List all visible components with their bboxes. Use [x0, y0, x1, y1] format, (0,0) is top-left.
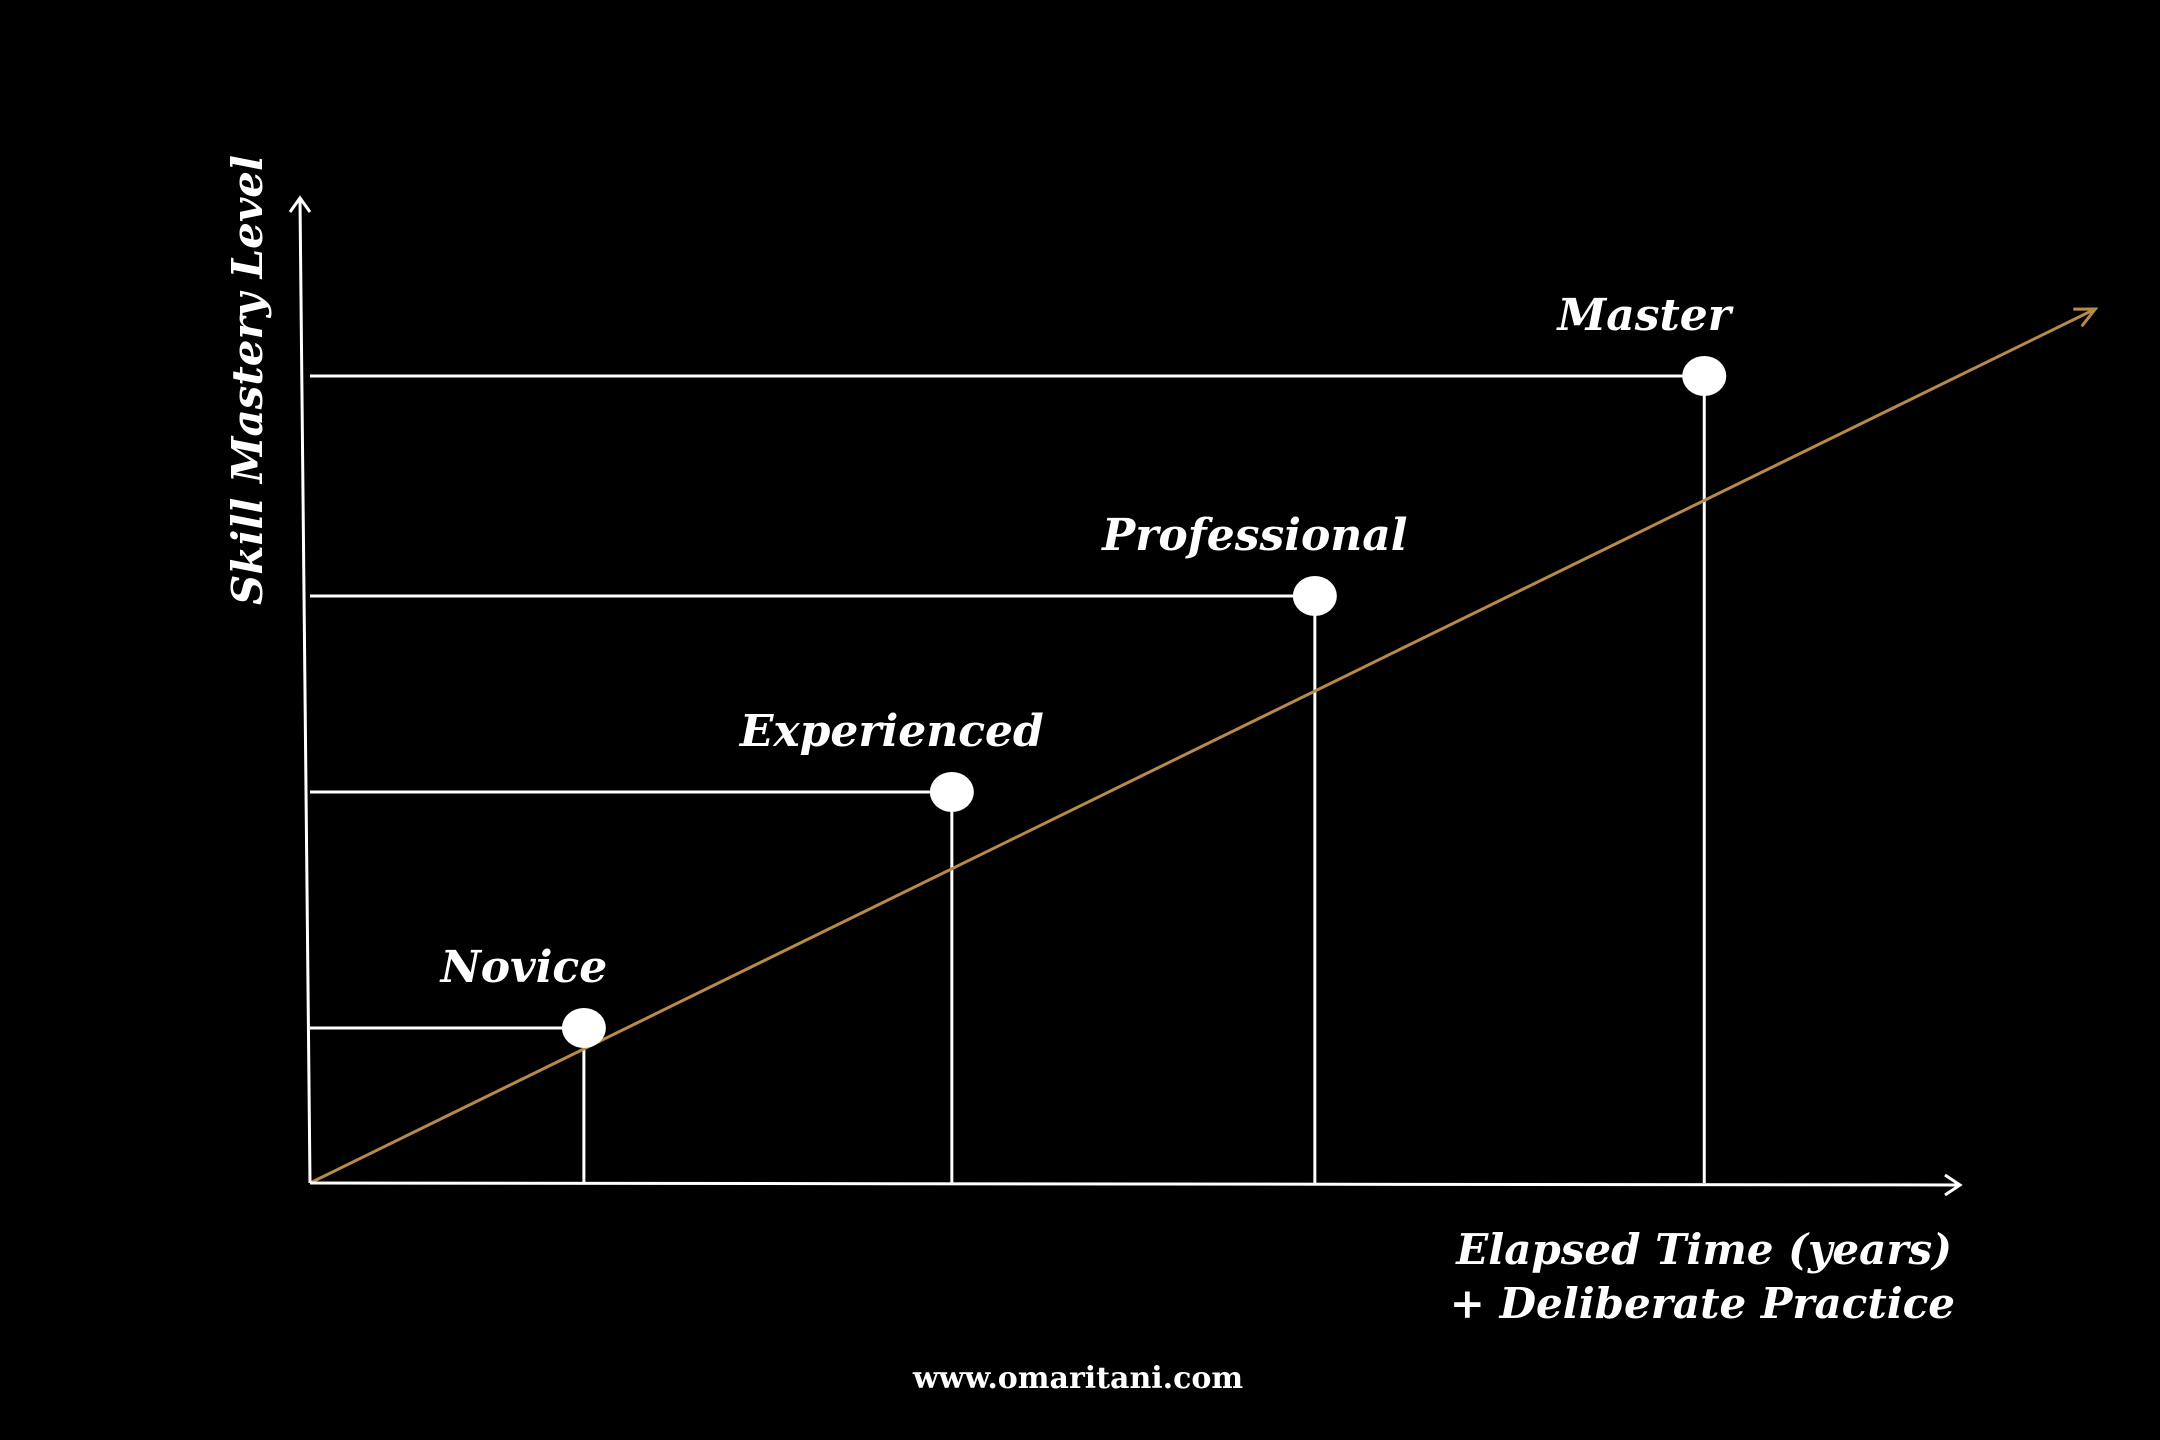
x-axis-arrowhead [1944, 1173, 1963, 1197]
point-labels: Novice Experienced Professional Master [439, 290, 1734, 993]
trend-line [309, 307, 2099, 1185]
point-label-master: Master [1556, 290, 1734, 341]
point-label-professional: Professional [1100, 510, 1407, 561]
x-axis-label-line-2: + Deliberate Practice [1450, 1279, 1955, 1328]
point-label-novice: Novice [439, 942, 608, 993]
x-axis [309, 1181, 1959, 1187]
point-novice [561, 1008, 606, 1048]
point-experienced [929, 772, 974, 812]
y-axis-arrowhead [288, 195, 312, 213]
guide-lines [310, 374, 1706, 1183]
y-axis [298, 199, 312, 1184]
footer-url: www.omaritani.com [912, 1361, 1244, 1396]
data-points [561, 356, 1727, 1048]
y-axis-label: Skill Mastery Level [223, 155, 272, 605]
x-axis-label-line-1: Elapsed Time (years) [1455, 1225, 1952, 1274]
axes [288, 195, 1963, 1197]
point-professional [1292, 576, 1337, 616]
point-master [1682, 356, 1727, 396]
point-label-experienced: Experienced [738, 706, 1044, 757]
